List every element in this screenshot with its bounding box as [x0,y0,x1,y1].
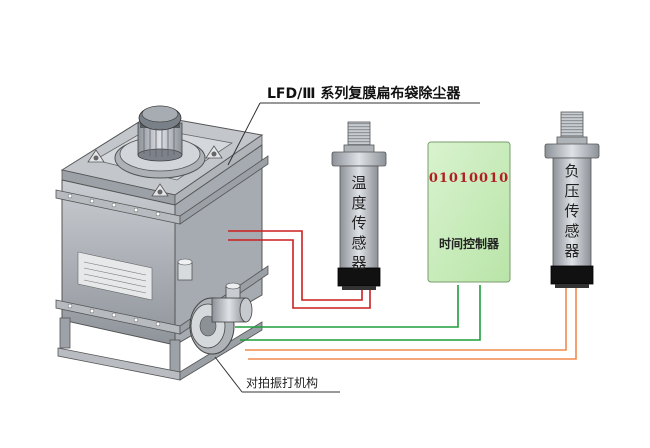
sensor-label-char: 温 [351,174,366,192]
rapping-mechanism [189,282,253,355]
sensor-label-char: 器 [564,242,579,260]
sensor-label-char: 感 [351,234,366,252]
dust-collector [55,105,269,381]
green-wires [235,285,481,341]
sensor-label-char: 负 [564,162,579,180]
sensor-label-char: 压 [564,182,579,200]
red-wires [228,230,371,309]
sensor-label-char: 度 [351,194,366,212]
time-controller: 01010010 时间控制器 [427,141,511,283]
mechanism-callout: 对拍振打机构 [214,356,340,393]
orange-wires [245,288,577,360]
sensor-label-char: 器 [351,254,366,272]
sensor-label-char: 传 [351,214,366,232]
mechanism-label: 对拍振打机构 [246,375,318,390]
title-callout: LFD/Ⅲ 系列复膜扁布袋除尘器 [227,85,480,166]
controller-code: 01010010 [429,171,509,186]
product-title: LFD/Ⅲ 系列复膜扁布袋除尘器 [267,85,461,102]
sensor-label-char: 传 [564,202,579,220]
controller-label: 时间控制器 [439,236,500,251]
sensor-label-char: 感 [564,222,579,240]
